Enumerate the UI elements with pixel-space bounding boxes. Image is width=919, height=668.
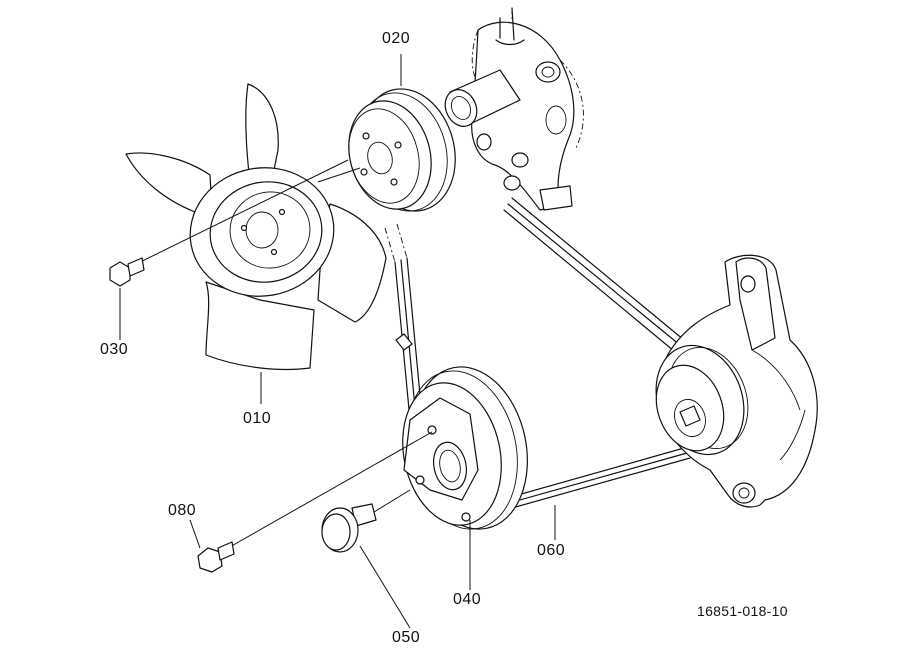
crankshaft-pulley: [402, 366, 528, 530]
callout-crankshaft-pulley: 040: [453, 591, 482, 608]
leader-lines: [119, 54, 556, 629]
alternator: [655, 254, 818, 508]
callout-crank-bolt: 050: [392, 629, 421, 646]
pulley-bolt: [197, 431, 433, 573]
water-pump: [444, 7, 584, 211]
callout-pulley-bolt: 080: [168, 502, 197, 519]
fan-bolt: [109, 159, 349, 287]
cooling-fan: [125, 83, 387, 371]
callout-fan: 010: [243, 410, 272, 427]
drawing-id: 16851-018-10: [697, 603, 788, 619]
callout-v-belt: 060: [537, 542, 566, 559]
crank-bolt: [321, 489, 411, 553]
callout-fan-pulley: 020: [382, 30, 411, 47]
fan-pulley: [348, 88, 456, 212]
callout-fan-bolt: 030: [100, 341, 129, 358]
